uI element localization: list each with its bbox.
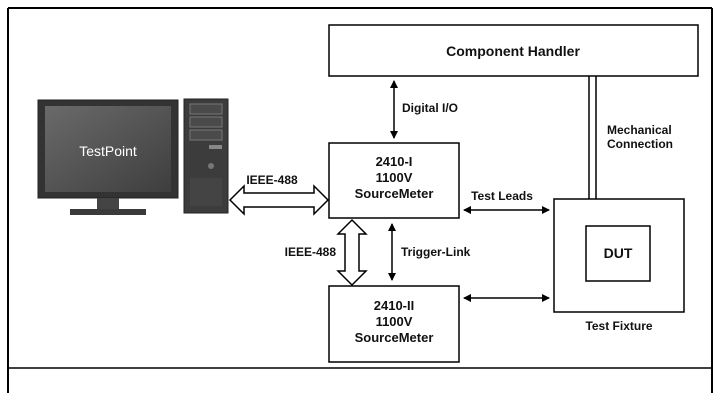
computer-monitor: TestPoint <box>37 99 179 215</box>
test-fixture-label: Test Fixture <box>585 319 652 333</box>
monitor-screen <box>45 106 171 192</box>
smu1-line-1: 2410-I <box>376 154 413 169</box>
trigger-link-label: Trigger-Link <box>401 245 471 259</box>
computer-tower <box>183 98 229 214</box>
dut-block <box>585 225 651 282</box>
digital-io-label: Digital I/O <box>402 101 458 115</box>
dut-label: DUT <box>604 245 633 261</box>
mechanical-label-line-1: Mechanical <box>607 123 672 137</box>
ieee-488-pc-arrow <box>228 184 330 216</box>
mechanical-connection-line <box>588 76 597 199</box>
smu2-line-1: 2410-II <box>374 298 414 313</box>
smu1-line-2: 1100V <box>376 170 413 185</box>
sourcemeter-2-block: 2410-II 1100V SourceMeter <box>328 285 460 363</box>
test-fixture-block: DUT <box>553 198 685 313</box>
ieee-488-smu-arrow <box>336 218 368 287</box>
diagram-frame <box>7 7 713 393</box>
component-handler-label: Component Handler <box>446 43 580 59</box>
smu2-line-3: SourceMeter <box>355 330 434 345</box>
ieee-488-pc-label: IEEE-488 <box>246 173 298 187</box>
component-handler-block: Component Handler <box>328 24 699 77</box>
mechanical-label-line-2: Connection <box>607 137 673 151</box>
computer-screen-label: TestPoint <box>79 143 137 159</box>
smu1-line-3: SourceMeter <box>355 186 434 201</box>
ieee-488-smu-label: IEEE-488 <box>285 245 337 259</box>
sourcemeter-1-block: 2410-I 1100V SourceMeter <box>328 142 460 219</box>
test-leads-label: Test Leads <box>471 189 533 203</box>
smu2-line-2: 1100V <box>376 314 413 329</box>
